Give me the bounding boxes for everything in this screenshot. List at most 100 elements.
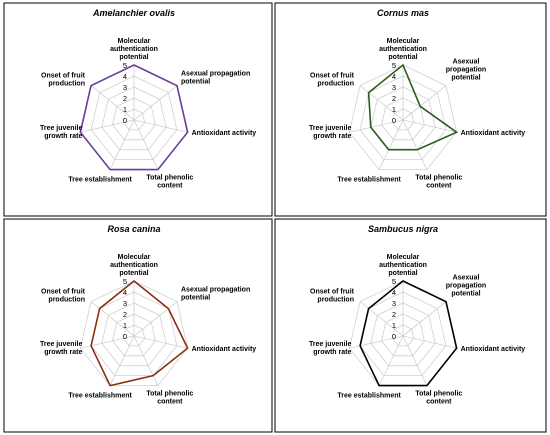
tick-label: 1 bbox=[123, 321, 127, 330]
spoke bbox=[359, 85, 404, 121]
grid-ring-2 bbox=[112, 97, 156, 141]
spoke bbox=[133, 119, 188, 133]
grid-ring-3 bbox=[370, 302, 436, 367]
axis-label: Tree establishment bbox=[68, 177, 132, 184]
spoke bbox=[109, 335, 135, 386]
spoke bbox=[378, 335, 404, 386]
spoke bbox=[402, 301, 447, 337]
axis-label: Antioxidant activity bbox=[192, 130, 257, 137]
panel-title: Rosa canina bbox=[107, 224, 160, 234]
grid-ring-2 bbox=[112, 313, 156, 357]
spoke bbox=[402, 119, 428, 170]
grid-ring-3 bbox=[101, 86, 167, 151]
tick-label: 3 bbox=[123, 299, 127, 308]
axis-label: Antioxidant activity bbox=[192, 346, 257, 353]
tick-label: 0 bbox=[123, 332, 127, 341]
grid-ring-5 bbox=[348, 64, 458, 171]
panel-frame bbox=[274, 218, 547, 433]
spoke bbox=[349, 335, 404, 349]
spoke bbox=[133, 119, 159, 170]
grid-ring-1 bbox=[122, 324, 146, 347]
grid-ring-4 bbox=[90, 75, 178, 161]
spoke bbox=[402, 85, 447, 121]
tick-label: 1 bbox=[123, 105, 127, 114]
tick-label: 5 bbox=[392, 61, 396, 70]
spoke bbox=[349, 119, 404, 133]
grid-ring-1 bbox=[391, 324, 415, 347]
spoke bbox=[402, 335, 457, 349]
grid-ring-2 bbox=[381, 313, 425, 357]
tick-label: 3 bbox=[392, 83, 396, 92]
tick-label: 2 bbox=[392, 310, 396, 319]
panel-frame bbox=[3, 218, 273, 433]
spoke bbox=[133, 335, 159, 386]
axis-label: Tree establishment bbox=[68, 393, 132, 400]
axis-label: Tree establishment bbox=[337, 177, 401, 184]
series-polygon bbox=[79, 64, 189, 171]
tick-label: 2 bbox=[392, 94, 396, 103]
panel-title: Sambucus nigra bbox=[368, 224, 438, 234]
spoke bbox=[359, 301, 404, 337]
tick-label: 4 bbox=[392, 72, 396, 81]
grid-ring-2 bbox=[381, 97, 425, 141]
tick-label: 5 bbox=[123, 277, 127, 286]
tick-label: 4 bbox=[123, 288, 127, 297]
tick-label: 3 bbox=[392, 299, 396, 308]
series-polygon bbox=[367, 63, 459, 151]
grid-ring-3 bbox=[101, 302, 167, 367]
series-polygon bbox=[90, 279, 189, 387]
tick-label: 0 bbox=[392, 116, 396, 125]
tick-label: 3 bbox=[123, 83, 127, 92]
panel-frame bbox=[274, 2, 547, 217]
tick-label: 1 bbox=[392, 105, 396, 114]
axis-label: Antioxidant activity bbox=[461, 346, 526, 353]
tick-label: 1 bbox=[392, 321, 396, 330]
spoke bbox=[402, 119, 457, 133]
spoke bbox=[133, 301, 178, 337]
panel-title: Amelanchier ovalis bbox=[92, 8, 175, 18]
tick-label: 5 bbox=[392, 277, 396, 286]
tick-label: 4 bbox=[392, 288, 396, 297]
spoke bbox=[133, 335, 188, 349]
tick-label: 0 bbox=[123, 116, 127, 125]
spoke bbox=[80, 119, 135, 133]
spoke bbox=[90, 85, 135, 121]
axis-label: Tree establishment bbox=[337, 393, 401, 400]
series-polygon bbox=[359, 280, 458, 387]
tick-label: 2 bbox=[123, 310, 127, 319]
axis-label: Antioxidant activity bbox=[461, 130, 526, 137]
spoke bbox=[378, 119, 404, 170]
spoke bbox=[90, 301, 135, 337]
tick-label: 5 bbox=[123, 61, 127, 70]
tick-label: 2 bbox=[123, 94, 127, 103]
spoke bbox=[402, 335, 428, 386]
grid-ring-1 bbox=[391, 108, 415, 131]
grid-ring-1 bbox=[122, 108, 146, 131]
panel-frame bbox=[3, 2, 273, 217]
spoke bbox=[133, 85, 178, 121]
grid-ring-4 bbox=[359, 75, 447, 161]
